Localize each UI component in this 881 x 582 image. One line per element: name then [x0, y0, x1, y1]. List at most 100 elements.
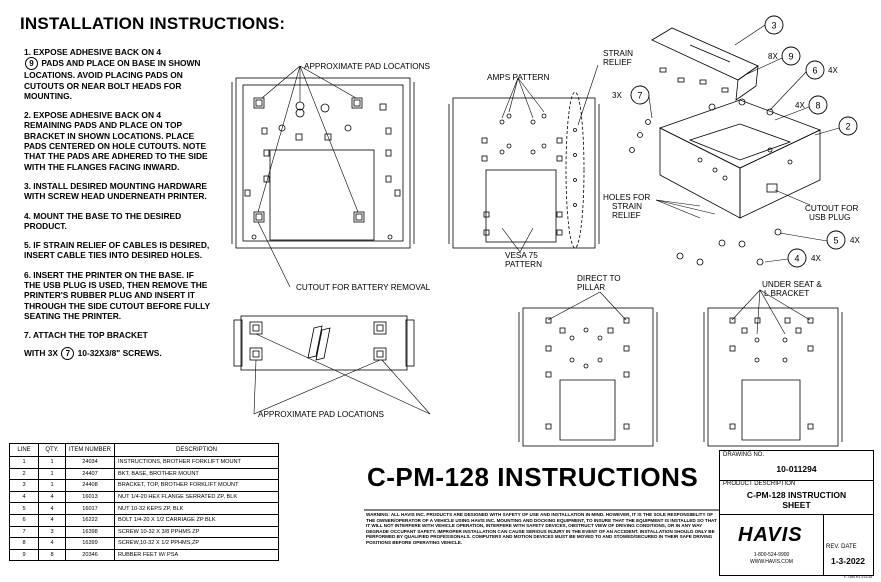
- callout-7-qty: 3X: [612, 91, 622, 100]
- step-7-post: 10-32X3/8" SCREWS.: [77, 347, 162, 358]
- bom-cell: 24034: [65, 456, 115, 469]
- label-seat-1: UNDER SEAT &: [762, 280, 822, 289]
- bom-cell: 4: [38, 502, 66, 515]
- top-bracket-view: [233, 315, 415, 371]
- safety-warning: WARNING: ALL HAVIS INC. PRODUCTS ARE DES…: [366, 512, 717, 545]
- product-desc-label: PRODUCT DESCRIPTION: [723, 481, 796, 487]
- callout-circle: 7: [61, 346, 75, 360]
- drawing-label-text: APPROXIMATE PAD LOCATIONS CUTOUT FOR BAT…: [258, 49, 858, 419]
- label-amps-pattern: AMPS PATTERN: [487, 73, 550, 82]
- instruction-steps: 1. EXPOSE ADHESIVE BACK ON 4 9 PADS AND …: [24, 47, 210, 369]
- bom-cell: BOLT 1/4-20 X 1/2 CARRIAGE ZP BLK: [114, 513, 279, 527]
- callout-8: [808, 95, 828, 115]
- logo-box: HAVIS 1-800-524-9900 WWW.HAVIS.COM: [720, 514, 824, 575]
- bom-header-item: ITEM NUMBER: [65, 443, 115, 457]
- bom-cell: 24408: [65, 479, 115, 492]
- bom-cell: BRACKET, TOP, BROTHER FORKLIFT MOUNT: [114, 479, 279, 492]
- bom-cell: 8: [38, 548, 66, 562]
- bom-cell: 3: [38, 525, 66, 539]
- step-5: 5. IF STRAIN RELIEF OF CABLES IS DESIRED…: [24, 240, 210, 261]
- bom-cell: 4: [38, 513, 66, 527]
- callout-3-label: 3: [771, 21, 776, 31]
- label-usb-2: USB PLUG: [809, 213, 850, 222]
- bom-header-row: LINE QTY. ITEM NUMBER DESCRIPTION: [9, 443, 279, 457]
- product-desc-line1: C-PM-128 INSTRUCTION: [746, 490, 847, 500]
- callout-2-label: 2: [845, 122, 850, 132]
- bom-cell: 1: [38, 479, 66, 492]
- drawing-no-label: DRAWING NO.: [723, 452, 765, 458]
- callout-quantities: 8X 4X 3X 4X 4X 4X: [612, 52, 860, 263]
- callout-9-qty: 8X: [768, 52, 778, 61]
- bom-cell: 4: [38, 537, 66, 550]
- label-vesa-1: VESA 75: [505, 251, 538, 260]
- label-holes-2: STRAIN: [612, 202, 642, 211]
- callout-8-qty: 4X: [795, 101, 805, 110]
- label-pad-locations-top: APPROXIMATE PAD LOCATIONS: [304, 62, 431, 71]
- callout-4-qty: 4X: [811, 254, 821, 263]
- drawing-no-box: DRAWING NO. 10-011294: [720, 451, 873, 481]
- step-1: 1. EXPOSE ADHESIVE BACK ON 4 9 PADS AND …: [24, 47, 210, 101]
- bom-header-desc: DESCRIPTION: [114, 443, 279, 457]
- callout-9-label: 9: [788, 52, 793, 62]
- label-holes-1: HOLES FOR: [603, 193, 650, 202]
- callout-5-qty: 4X: [850, 236, 860, 245]
- form-number: F-7350 R1 E11/16: [844, 575, 873, 579]
- label-seat-2: L BRACKET: [764, 289, 809, 298]
- callout-2: [838, 116, 858, 136]
- bom-cell: 20346: [65, 548, 115, 562]
- page-title: INSTALLATION INSTRUCTIONS:: [20, 14, 286, 33]
- bom-cell: NUT 1/4-20 HEX FLANGE SERRATED ZP, BLK: [114, 490, 279, 504]
- bom-cell: 3: [9, 479, 39, 492]
- bom-cell: 4: [38, 490, 66, 504]
- rev-date: 1-3-2022: [830, 556, 866, 566]
- bom-cell: 1: [9, 456, 39, 469]
- rev-date-box: REV. DATE 1-3-2022: [823, 514, 873, 575]
- bom-cell: 4: [9, 490, 39, 504]
- label-strain-relief-2: RELIEF: [603, 58, 632, 67]
- callout-7: [630, 85, 650, 105]
- bom-cell: 7: [9, 525, 39, 539]
- havis-logo: HAVIS: [738, 524, 803, 546]
- base-plate-top-view: [231, 77, 415, 249]
- callout-6-label: 6: [812, 66, 817, 76]
- title-block: DRAWING NO. 10-011294 PRODUCT DESCRIPTIO…: [719, 450, 874, 576]
- callout-8-label: 8: [815, 101, 820, 111]
- website: WWW.HAVIS.COM: [750, 559, 793, 565]
- bom-cell: 8: [9, 537, 39, 550]
- label-battery-cutout: CUTOUT FOR BATTERY REMOVAL: [296, 283, 431, 292]
- bom-cell: BKT, BASE, BROTHER MOUNT: [114, 467, 279, 481]
- step-3: 3. INSTALL DESIRED MOUNTING HARDWARE WIT…: [24, 180, 208, 202]
- bom-cell: INSTRUCTIONS, BROTHER FORKLIFT MOUNT: [114, 456, 279, 469]
- bom-header-line: LINE: [9, 443, 39, 457]
- exploded-assembly-view: [629, 27, 822, 266]
- bom-cell: 6: [9, 513, 39, 527]
- label-usb-1: CUTOUT FOR: [805, 204, 858, 213]
- pillar-mount-view: [518, 307, 658, 447]
- step-7-pre: WITH 3X: [24, 347, 58, 358]
- bom-cell: 1: [38, 456, 66, 469]
- bom-cell: 16017: [65, 502, 115, 515]
- bom-cell: 16399: [65, 537, 115, 550]
- label-vesa-2: PATTERN: [505, 260, 542, 269]
- bom-cell: 16013: [65, 490, 115, 504]
- step-7-hardware: WITH 3X 7 10-32X3/8" SCREWS.: [24, 346, 210, 360]
- callout-9: [781, 46, 801, 66]
- step-7: 7. ATTACH THE TOP BRACKET: [24, 330, 148, 341]
- bom-cell: RUBBER FEET W/ PSA: [114, 548, 279, 562]
- step-6: 6. INSERT THE PRINTER ON THE BASE. IF TH…: [24, 269, 210, 321]
- rev-date-label: REV. DATE: [826, 544, 857, 550]
- product-desc-line2: SHEET: [782, 500, 811, 510]
- step-1-post: PADS AND PLACE ON BASE IN SHOWN LOCATION…: [24, 58, 201, 101]
- step-1-pre: 1. EXPOSE ADHESIVE BACK ON 4: [24, 47, 161, 57]
- bom-header-qty: QTY.: [38, 443, 66, 457]
- callout-6: [805, 60, 825, 80]
- bom-cell: SCREW 10-32 X 3/8 PPHMS ZP: [114, 525, 279, 539]
- mounting-patterns-view: [448, 91, 600, 249]
